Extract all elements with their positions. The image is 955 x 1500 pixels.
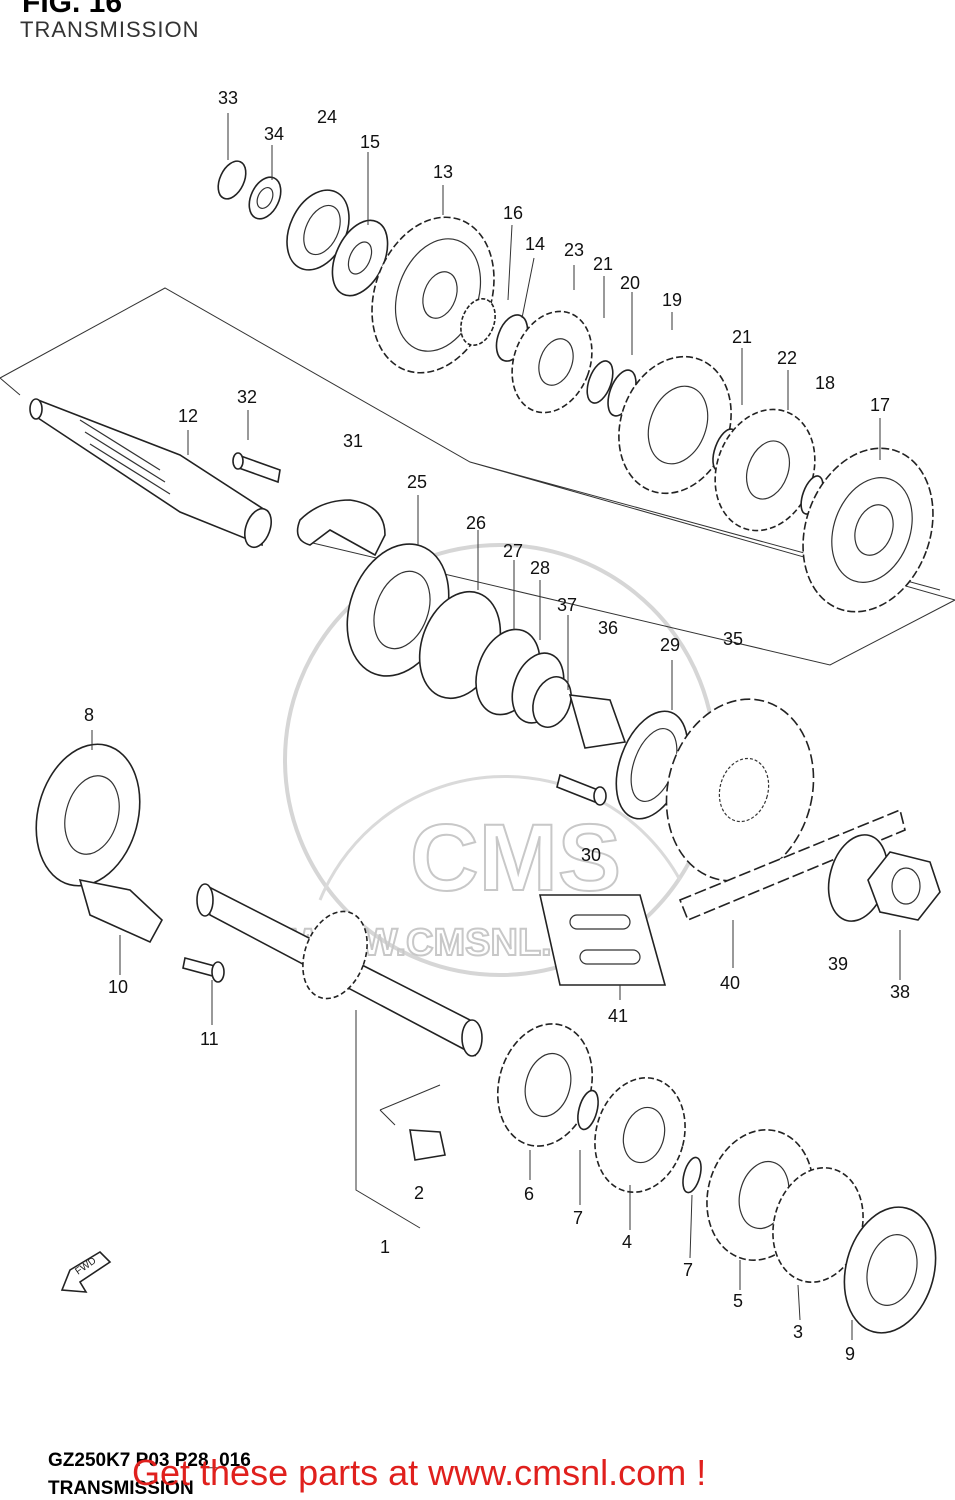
washer-34: [248, 176, 282, 220]
callout-28: 28: [530, 558, 550, 578]
callout-7a: 7: [573, 1208, 583, 1228]
callout-21a: 21: [593, 254, 613, 274]
circlip-7-right: [682, 1156, 702, 1194]
figure-title: FIG. 16: [22, 0, 123, 19]
callout-5: 5: [733, 1291, 743, 1311]
callout-11: 11: [200, 1029, 219, 1049]
callout-6: 6: [524, 1184, 534, 1204]
callout-10: 10: [108, 977, 128, 997]
callout-24: 24: [317, 107, 337, 127]
callout-19: 19: [662, 290, 682, 310]
leader-lines: [91, 113, 901, 1340]
callout-41: 41: [608, 1006, 628, 1026]
bushing-2: [409, 1129, 446, 1161]
bolt-32: [232, 452, 281, 484]
callout-21b: 21: [732, 327, 752, 347]
spacer-36: [568, 694, 627, 749]
driveshaft-group-frame: [379, 1084, 441, 1126]
callout-25: 25: [407, 472, 427, 492]
callout-27: 27: [503, 541, 523, 561]
model-code: GZ250K7 P03 P28_016: [48, 1450, 251, 1471]
callout-36: 36: [598, 618, 618, 638]
callout-33: 33: [218, 88, 238, 108]
callout-29: 29: [660, 635, 680, 655]
callout-2: 2: [414, 1183, 424, 1203]
callout-1: 1: [380, 1237, 390, 1257]
bearing-8: [35, 743, 141, 887]
callout-14: 14: [525, 234, 545, 254]
callout-9: 9: [845, 1344, 855, 1364]
gear-17: [802, 447, 934, 613]
callout-7b: 7: [683, 1260, 693, 1280]
callout-37: 37: [557, 595, 577, 615]
section-name: TRANSMISSION: [48, 1478, 194, 1499]
bearing-9: [843, 1206, 937, 1334]
countershaft-group-frame: [0, 287, 955, 666]
callout-labels: 33 34 24 15 13 16 14 23 21 20 19 21 22 1…: [84, 88, 910, 1364]
callout-26: 26: [466, 513, 486, 533]
nut-38: [867, 851, 941, 921]
gear-6: [496, 1023, 594, 1147]
callout-8: 8: [84, 705, 94, 725]
callout-4: 4: [622, 1232, 632, 1252]
callout-30: 30: [581, 845, 601, 865]
chain-joint-41: [539, 894, 667, 986]
callout-12: 12: [178, 406, 198, 426]
callout-20: 20: [620, 273, 640, 293]
circlip-7-left: [577, 1089, 599, 1131]
circlip-33: [217, 160, 247, 200]
callout-15: 15: [360, 132, 380, 152]
circlip-21-upper: [586, 360, 614, 404]
engine-sprocket-35: [665, 698, 815, 882]
callout-31: 31: [343, 431, 363, 451]
callout-22: 22: [777, 348, 797, 368]
o-ring-37: [532, 676, 572, 728]
callout-34: 34: [264, 124, 284, 144]
figure-subtitle: TRANSMISSION: [20, 17, 200, 42]
callout-32: 32: [237, 387, 257, 407]
retainer-10: [78, 878, 163, 944]
bolt-11: [182, 957, 225, 983]
driveshaft-1: [196, 883, 483, 1057]
callout-38: 38: [890, 982, 910, 1002]
needle-bushing-16: [460, 297, 496, 347]
fwd-arrow-icon: FWD: [60, 1250, 112, 1293]
callout-17: 17: [870, 395, 890, 415]
gear-4: [594, 1077, 686, 1193]
drive-chain-40: [678, 808, 906, 922]
countershaft-12: [29, 398, 272, 549]
callout-16: 16: [503, 203, 523, 223]
callout-18: 18: [815, 373, 835, 393]
retainer-plate-31: [296, 499, 386, 557]
sprocket-bolt: [556, 773, 607, 806]
watermark-brand: CMS: [410, 805, 621, 911]
callout-3: 3: [793, 1322, 803, 1342]
callout-23: 23: [564, 240, 584, 260]
callout-39: 39: [828, 954, 848, 974]
callout-35: 35: [723, 629, 743, 649]
gear-23: [511, 310, 593, 414]
callout-40: 40: [720, 973, 740, 993]
callout-13: 13: [433, 162, 453, 182]
promo-link[interactable]: Get these parts at www.cmsnl.com !: [132, 1452, 707, 1493]
